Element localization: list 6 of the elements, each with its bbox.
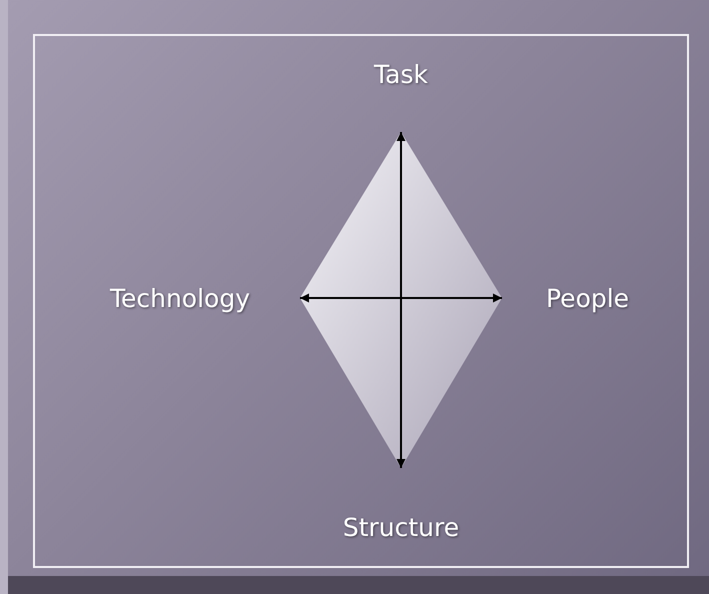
dimension-label: Technology xyxy=(110,284,250,312)
dimension-label: Task xyxy=(374,60,428,89)
double-arrow xyxy=(300,294,502,302)
dimension-label: Structure xyxy=(342,513,460,542)
dimension-label: People xyxy=(546,284,630,312)
double-arrow xyxy=(396,132,406,468)
